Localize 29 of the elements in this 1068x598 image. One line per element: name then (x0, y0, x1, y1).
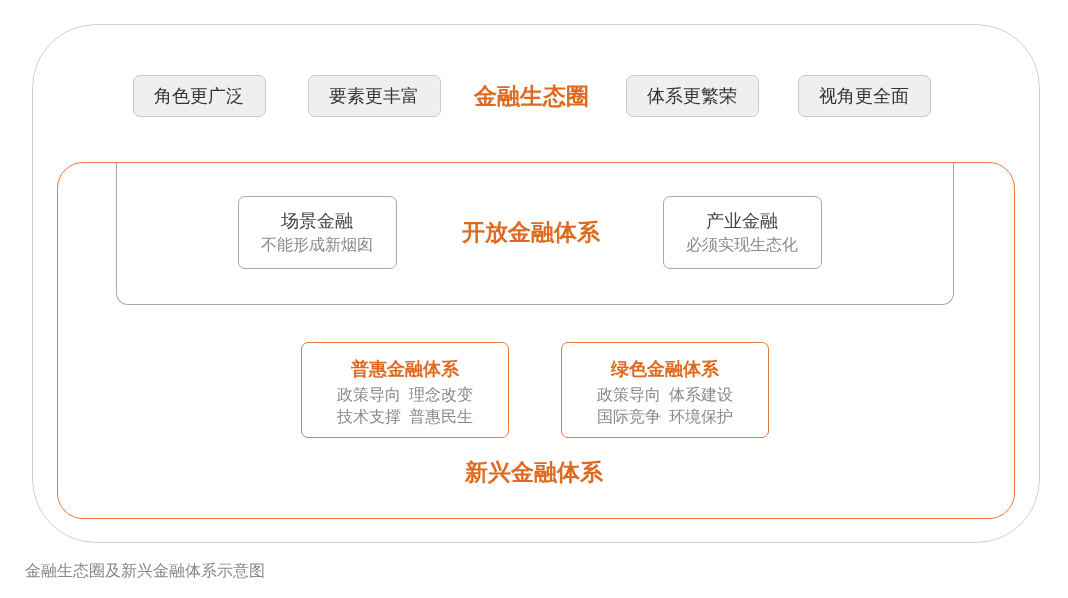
info-card (237, 196, 397, 269)
card-title: 产业金融 (706, 210, 778, 232)
open-top-panel (116, 162, 954, 305)
card-item: 政策导向 (597, 384, 661, 406)
keyword-tag: 要素更丰富 (307, 74, 441, 117)
card-item: 环境保护 (669, 406, 733, 428)
card-item: 政策导向 (337, 384, 401, 406)
keyword-tag: 角色更广泛 (132, 74, 266, 117)
card-item: 理念改变 (409, 384, 473, 406)
card-subtitle: 不能形成新烟囱 (261, 235, 373, 255)
panel-heading: 金融生态圈 (474, 82, 589, 109)
card-title: 绿色金融体系 (611, 358, 719, 380)
rounded-panel (32, 24, 1040, 543)
card-subtitle: 必须实现生态化 (686, 235, 798, 255)
keyword-tag: 体系更繁荣 (625, 74, 759, 117)
card-item: 国际竞争 (597, 406, 661, 428)
info-card (561, 342, 769, 438)
card-item: 技术支撑 (337, 406, 401, 428)
card-item: 普惠民生 (409, 406, 473, 428)
figure-caption: 金融生态圈及新兴金融体系示意图 (25, 560, 265, 582)
card-title: 场景金融 (281, 210, 353, 232)
outline-panel (56, 161, 1015, 519)
info-card (301, 342, 509, 438)
panel-heading: 开放金融体系 (461, 218, 600, 246)
info-card (662, 196, 822, 269)
keyword-tag: 视角更全面 (797, 74, 931, 117)
card-title: 普惠金融体系 (351, 358, 459, 380)
panel-heading: 新兴金融体系 (465, 458, 603, 486)
card-item: 体系建设 (669, 384, 733, 406)
